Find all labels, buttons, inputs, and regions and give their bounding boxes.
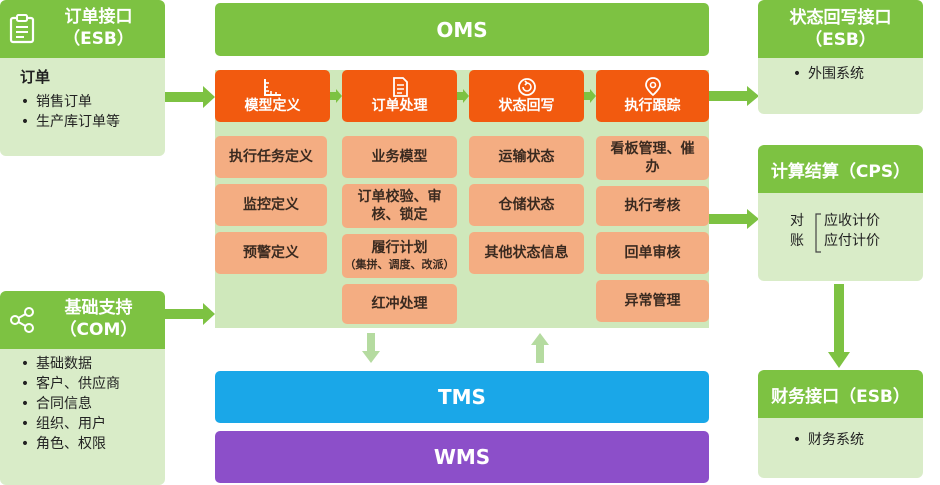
module-title: 模型定义	[244, 98, 301, 114]
order-interface-subtitle: （ESB）	[63, 29, 134, 49]
tms-bar: TMS	[215, 371, 709, 423]
list-item: 角色、权限	[14, 434, 165, 454]
arrow-right-icon	[709, 86, 759, 106]
order-interface-title: 订单接口	[64, 7, 133, 27]
base-support-body: 基础数据 客户、供应商 合同信息 组织、用户 角色、权限	[0, 349, 165, 485]
share-icon	[8, 306, 36, 334]
module-item: 预警定义	[215, 232, 327, 274]
finance-title: 财务接口（ESB）	[771, 386, 910, 407]
base-support-header: 基础支持 （COM）	[0, 291, 165, 349]
order-heading: 订单	[20, 68, 51, 86]
module-item: 仓储状态	[469, 184, 584, 226]
module-item: 监控定义	[215, 184, 327, 226]
arrow-right-icon	[165, 303, 215, 325]
list-item: 基础数据	[14, 354, 165, 374]
base-support-title: 基础支持	[64, 298, 133, 318]
list-item: 组织、用户	[14, 414, 165, 434]
arrow-down-icon	[828, 284, 850, 368]
order-interface-body: 订单 销售订单 生产库订单等	[0, 58, 165, 156]
arrow-right-icon	[457, 89, 469, 103]
arrow-up-icon	[531, 333, 549, 363]
module-item: 运输状态	[469, 136, 584, 178]
module-item: 订单校验、审核、锁定	[342, 184, 457, 228]
order-interface-header: 订单接口 （ESB）	[0, 0, 165, 58]
list-item: 合同信息	[14, 394, 165, 414]
status-writeback-subtitle: （ESB）	[805, 30, 876, 50]
status-writeback-header: 状态回写接口 （ESB）	[758, 0, 923, 58]
arrow-right-icon	[165, 86, 215, 108]
settlement-body: 对 账 应收计价 应付计价	[758, 193, 923, 281]
module-item: 看板管理、催办	[596, 136, 709, 180]
clipboard-icon	[8, 14, 36, 44]
wms-bar: WMS	[215, 431, 709, 483]
module-header-execution-tracking: 执行跟踪	[596, 70, 709, 122]
module-item: 业务模型	[342, 136, 457, 178]
document-icon	[392, 77, 408, 97]
finance-body: 财务系统	[758, 418, 923, 478]
module-title: 订单处理	[371, 98, 428, 114]
tms-title: TMS	[438, 385, 486, 409]
list-item: 销售订单	[14, 92, 165, 112]
list-item: 外围系统	[786, 64, 923, 84]
oms-title: OMS	[436, 17, 488, 42]
module-title: 状态回写	[498, 98, 555, 114]
module-item: 其他状态信息	[469, 232, 584, 274]
module-item: 异常管理	[596, 280, 709, 322]
module-header-status-writeback: 状态回写	[469, 70, 584, 122]
arrow-down-icon	[362, 333, 380, 363]
module-title: 执行跟踪	[624, 98, 681, 114]
reconcile-label-2: 账	[790, 233, 804, 249]
oms-bar: OMS	[215, 3, 709, 56]
plan-note: （集拼、调度、改派）	[344, 258, 455, 271]
module-item: 执行考核	[596, 186, 709, 226]
module-header-model-definition: 模型定义	[215, 70, 330, 122]
reconcile-label-1: 对	[790, 213, 804, 229]
module-header-order-processing: 订单处理	[342, 70, 457, 122]
wms-title: WMS	[433, 445, 491, 469]
module-item: 执行任务定义	[215, 136, 327, 178]
arrow-right-icon	[330, 89, 342, 103]
ruler-icon	[263, 79, 281, 96]
status-writeback-body: 外围系统	[758, 58, 923, 114]
module-item: 履行计划 （集拼、调度、改派）	[342, 234, 457, 278]
settlement-title: 计算结算（CPS）	[770, 161, 911, 182]
base-support-subtitle: （COM）	[59, 320, 138, 340]
receivable-pricing: 应收计价	[824, 213, 880, 229]
arrow-right-icon	[584, 89, 596, 103]
refresh-icon	[517, 78, 536, 96]
arrow-right-icon	[709, 209, 759, 229]
bracket-icon	[815, 213, 821, 253]
list-item: 生产库订单等	[14, 112, 165, 132]
module-item: 回单审核	[596, 232, 709, 274]
list-item: 财务系统	[786, 430, 923, 450]
location-pin-icon	[644, 77, 661, 97]
finance-header: 财务接口（ESB）	[758, 370, 923, 418]
status-writeback-title: 状态回写接口	[789, 8, 892, 28]
settlement-header: 计算结算（CPS）	[758, 145, 923, 193]
list-item: 客户、供应商	[14, 374, 165, 394]
module-item: 红冲处理	[342, 284, 457, 324]
payable-pricing: 应付计价	[824, 233, 880, 249]
